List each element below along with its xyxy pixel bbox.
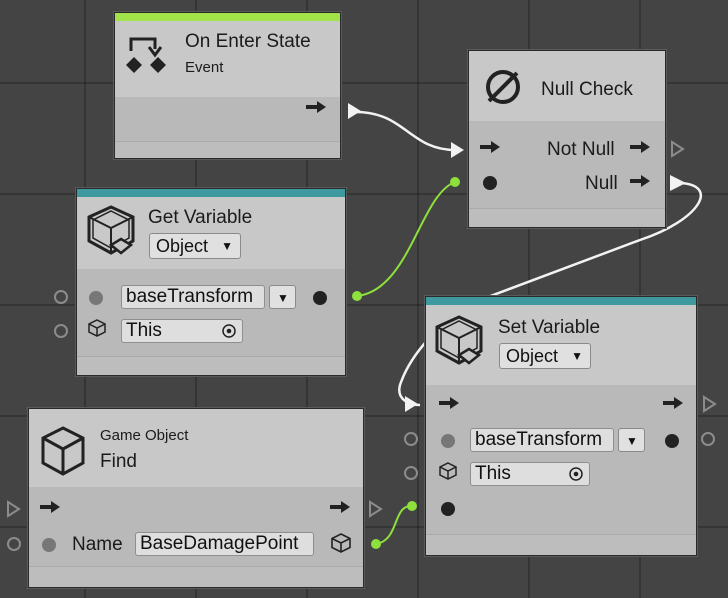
cube-icon (88, 319, 106, 337)
target-field[interactable]: This (121, 319, 243, 343)
flow-output-port-icon[interactable] (368, 500, 384, 518)
game-object-find-node[interactable]: Game Object Find Name BaseDamagePoint (28, 408, 364, 588)
input-port-ring[interactable] (54, 290, 68, 304)
null-icon (486, 70, 520, 104)
variable-name-field[interactable]: baseTransform (470, 428, 614, 452)
flow-arrow-icon[interactable] (329, 499, 353, 515)
node-subtitle: Event (185, 59, 224, 76)
variable-icon (87, 205, 135, 255)
null-label: Null (585, 173, 618, 194)
node-title: On Enter State (185, 31, 311, 52)
input-port-dot[interactable] (42, 538, 56, 552)
node-color-band (77, 189, 345, 197)
target-icon[interactable] (569, 467, 583, 481)
kind-dropdown[interactable]: Object ▼ (149, 233, 241, 259)
target-field[interactable]: This (470, 462, 590, 486)
flow-arrow-icon[interactable] (629, 173, 653, 189)
null-check-node[interactable]: Null Check Not Null Null (468, 50, 666, 228)
target-icon[interactable] (222, 324, 236, 338)
get-variable-node[interactable]: Get Variable Object ▼ baseTransform ▼ Th… (76, 188, 346, 376)
flow-arrow-icon[interactable] (39, 499, 63, 515)
flow-wire-enter-to-nullcheck (355, 110, 456, 152)
input-port-ring[interactable] (7, 537, 21, 551)
flow-arrow-icon[interactable] (662, 395, 686, 411)
input-port-ring[interactable] (54, 324, 68, 338)
input-port-dot[interactable] (441, 502, 455, 516)
input-port-dot[interactable] (441, 434, 455, 448)
variable-dropdown[interactable]: ▼ (269, 285, 296, 309)
input-port-dot[interactable] (483, 176, 497, 190)
event-icon (126, 37, 166, 73)
output-port-dot[interactable] (665, 434, 679, 448)
target-value: This (126, 320, 162, 341)
input-port-dot[interactable] (89, 291, 103, 305)
name-label: Name (72, 534, 123, 555)
dropdown-arrow-icon: ▼ (626, 434, 638, 448)
variable-name-field[interactable]: baseTransform (121, 285, 265, 309)
kind-dropdown-value: Object (156, 236, 209, 256)
dropdown-arrow-icon: ▼ (221, 239, 233, 253)
object-wire-get-to-nullcheck (356, 181, 456, 297)
variable-dropdown[interactable]: ▼ (618, 428, 645, 452)
flow-output-port-icon[interactable] (702, 395, 718, 413)
cube-icon (439, 462, 457, 480)
flow-arrow-icon[interactable] (305, 99, 329, 115)
flow-output-port-icon[interactable] (670, 140, 686, 158)
kind-dropdown-value: Object (506, 346, 559, 366)
kind-dropdown[interactable]: Object ▼ (499, 343, 591, 369)
variable-icon (435, 315, 483, 365)
node-color-band (115, 13, 340, 21)
node-title: Get Variable (148, 207, 253, 228)
node-color-band (426, 297, 696, 305)
output-port-ring[interactable] (701, 432, 715, 446)
output-port-dot[interactable] (313, 291, 327, 305)
flow-input-port-icon[interactable] (6, 500, 22, 518)
input-port-ring[interactable] (404, 432, 418, 446)
name-field[interactable]: BaseDamagePoint (135, 532, 314, 556)
target-value: This (475, 463, 511, 484)
node-title: Set Variable (498, 317, 601, 338)
flow-arrow-icon[interactable] (479, 139, 503, 155)
dropdown-arrow-icon: ▼ (277, 291, 289, 305)
not-null-label: Not Null (547, 139, 615, 160)
node-title: Null Check (541, 79, 633, 100)
flow-arrow-icon[interactable] (438, 395, 462, 411)
input-port-ring[interactable] (404, 466, 418, 480)
on-enter-state-node[interactable]: On Enter State Event (114, 12, 341, 159)
cube-icon (41, 426, 85, 476)
node-title: Find (100, 451, 137, 472)
node-category: Game Object (100, 427, 189, 444)
set-variable-node[interactable]: Set Variable Object ▼ baseTransform ▼ Th… (425, 296, 697, 556)
flow-arrow-icon[interactable] (629, 139, 653, 155)
cube-icon[interactable] (331, 533, 351, 553)
dropdown-arrow-icon: ▼ (571, 349, 583, 363)
